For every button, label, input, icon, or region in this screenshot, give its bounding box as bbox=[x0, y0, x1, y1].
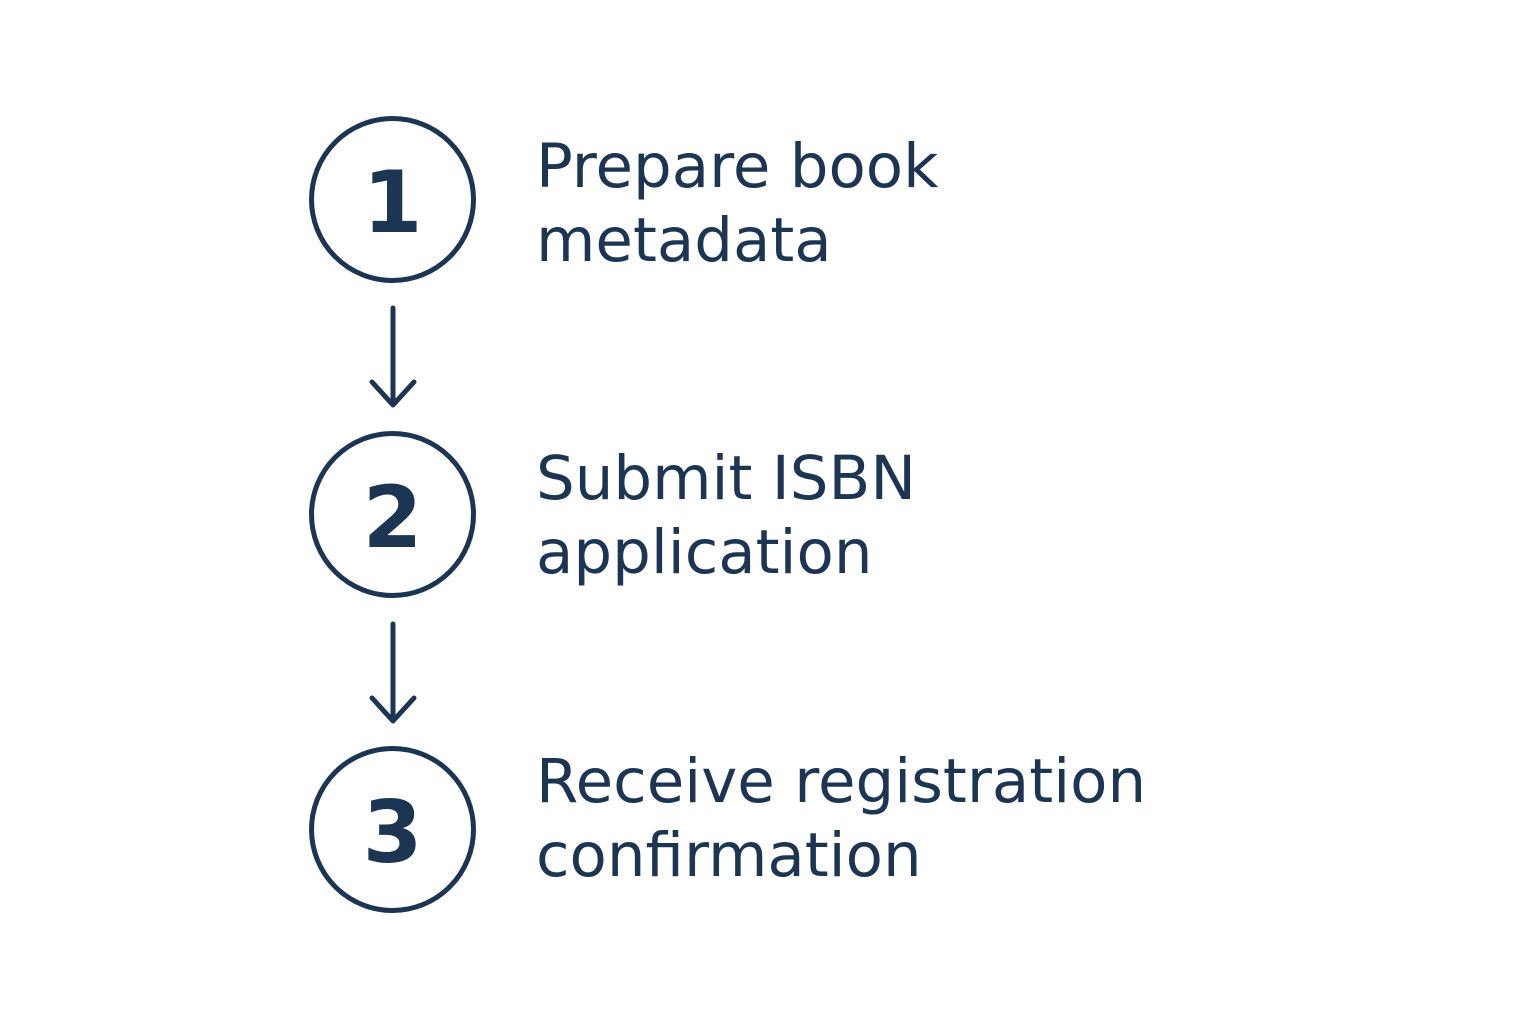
step-1-label-line-2: metadata bbox=[536, 205, 832, 276]
step-3-label-line-2: confirmation bbox=[536, 820, 922, 891]
step-2-label: Submit ISBN application bbox=[536, 442, 916, 590]
step-2-number: 2 bbox=[362, 467, 423, 568]
step-3-circle: 3 bbox=[309, 746, 476, 913]
step-1-circle: 1 bbox=[309, 116, 476, 283]
step-1-number: 1 bbox=[362, 152, 423, 253]
arrow-down-icon bbox=[369, 621, 417, 724]
step-1-label-line-1: Prepare book bbox=[536, 131, 939, 202]
step-1-label: Prepare book metadata bbox=[536, 130, 938, 278]
arrow-down-icon bbox=[369, 305, 417, 408]
step-3-number: 3 bbox=[362, 782, 423, 883]
step-2-label-line-2: application bbox=[536, 517, 873, 588]
step-2-circle: 2 bbox=[309, 431, 476, 598]
step-2-label-line-1: Submit ISBN bbox=[536, 443, 916, 514]
step-3-label: Receive registration confirmation bbox=[536, 745, 1146, 893]
step-3-label-line-1: Receive registration bbox=[536, 746, 1147, 817]
